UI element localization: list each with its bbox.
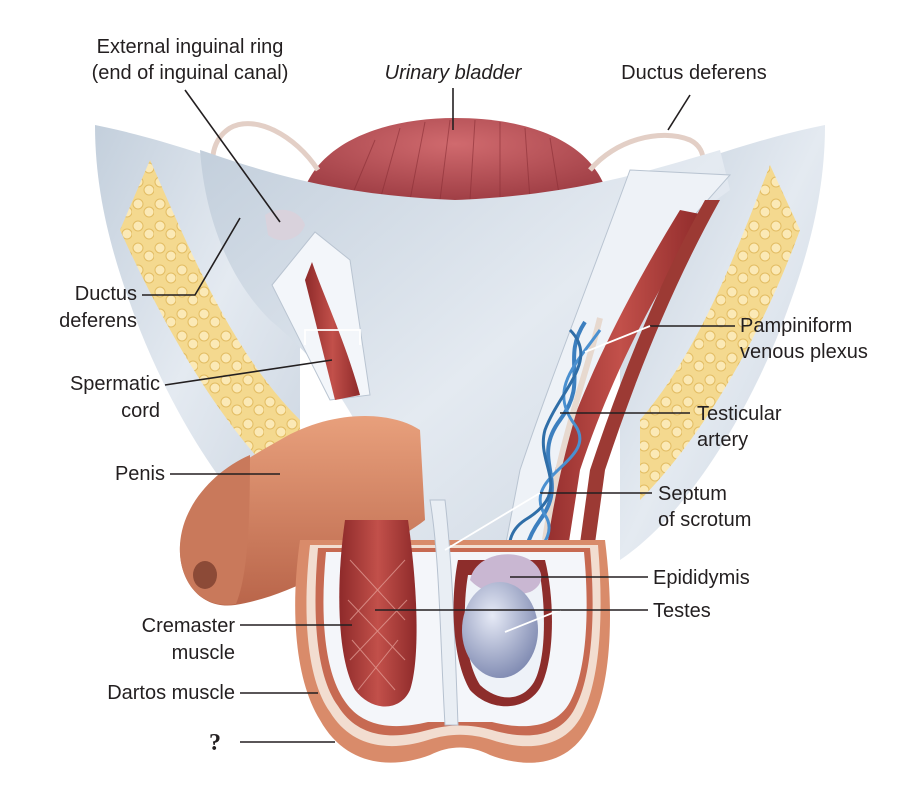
- label-pampiniform-line2: venous plexus: [740, 341, 868, 363]
- label-external-ring-line1: External inguinal ring: [97, 36, 284, 58]
- label-testicular-artery-line2: artery: [697, 429, 748, 451]
- leader-ductus-deferens-right: [667, 94, 691, 131]
- label-ductus-deferens-left-line2: deferens: [59, 310, 137, 332]
- leader-spermatic-cord: [164, 359, 333, 386]
- left-spermatic-cord: [271, 231, 371, 401]
- label-testes: Testes: [653, 600, 711, 622]
- spermatic-cord-bracket: [304, 329, 361, 345]
- leader-ductus-deferens-left: [142, 217, 241, 296]
- leader-external-ring: [184, 89, 281, 223]
- label-cremaster-line2: muscle: [172, 642, 235, 664]
- label-external-ring-line2: (end of inguinal canal): [92, 62, 289, 84]
- leader-septum-inner: [444, 492, 541, 551]
- label-penis: Penis: [115, 463, 165, 485]
- label-spermatic-cord-line1: Spermatic: [70, 373, 160, 395]
- label-urinary-bladder: Urinary bladder: [385, 62, 523, 84]
- labels: External inguinal ring (end of inguinal …: [59, 36, 868, 756]
- label-testicular-artery-line1: Testicular: [697, 403, 782, 425]
- label-septum-line1: Septum: [658, 483, 727, 505]
- label-epididymis: Epididymis: [653, 567, 750, 589]
- urinary-bladder: [300, 118, 610, 205]
- label-unknown: ?: [209, 730, 221, 756]
- label-pampiniform-line1: Pampiniform: [740, 315, 852, 337]
- label-spermatic-cord-line2: cord: [121, 400, 160, 422]
- label-dartos: Dartos muscle: [107, 682, 235, 704]
- leader-lines: [142, 88, 735, 743]
- leader-testes-inner: [504, 609, 561, 633]
- scrotum: [295, 499, 610, 763]
- label-ductus-deferens-left-line1: Ductus: [75, 283, 137, 305]
- label-cremaster-line1: Cremaster: [142, 615, 236, 637]
- leader-pampiniform-inner: [584, 325, 651, 353]
- penis: [179, 416, 425, 606]
- label-septum-line2: of scrotum: [658, 509, 751, 531]
- label-ductus-deferens-right: Ductus deferens: [621, 62, 767, 84]
